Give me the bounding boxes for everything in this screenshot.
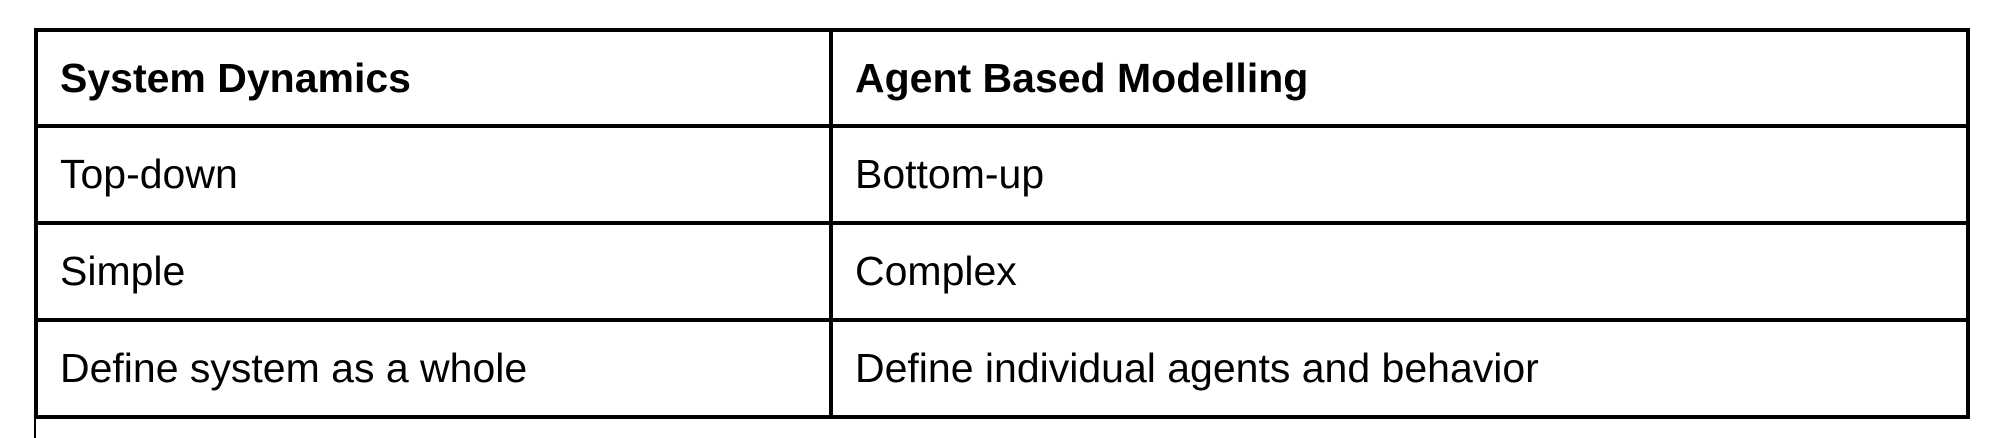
- table-row: Simple Complex: [34, 221, 1970, 322]
- table-row: Top-down Bottom-up: [34, 124, 1970, 225]
- table-row: Define system as a whole Define individu…: [34, 318, 1970, 419]
- table-cell: Top-down: [34, 124, 833, 225]
- table-cell: Simple: [34, 221, 833, 322]
- header-agent-based-modelling: Agent Based Modelling: [829, 28, 1970, 128]
- table-cell: Bottom-up: [829, 124, 1970, 225]
- header-system-dynamics: System Dynamics: [34, 28, 833, 128]
- table-cell: Define individual agents and behavior: [829, 318, 1970, 419]
- table-cell: Define system as a whole: [34, 318, 833, 419]
- page-margin-mark: [34, 418, 36, 438]
- comparison-table: System Dynamics Agent Based Modelling To…: [34, 28, 1970, 419]
- table-header-row: System Dynamics Agent Based Modelling: [34, 28, 1970, 128]
- table-cell: Complex: [829, 221, 1970, 322]
